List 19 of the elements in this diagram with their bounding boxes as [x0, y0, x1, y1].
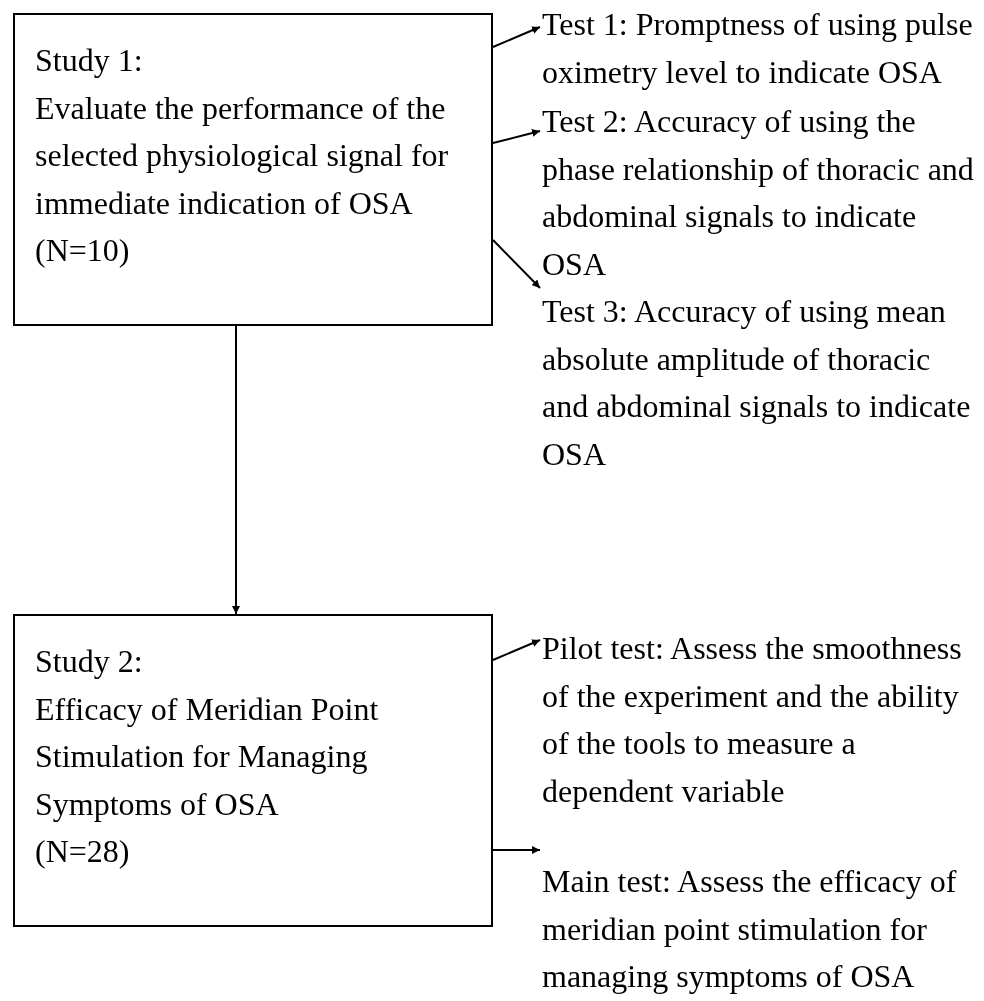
study-heading: Study 2:: [35, 642, 144, 681]
study-description: (N=28): [35, 832, 131, 871]
arrow: [232, 325, 240, 615]
study-description: (N=10): [35, 231, 131, 270]
study-heading: Study 1:: [35, 41, 144, 80]
test-description: Main test: Assess the efficacy of meridian point stimulation for managing symptoms of OSA: [542, 862, 958, 996]
arrow: [492, 239, 541, 289]
test-description: Pilot test: Assess the smoothness of the experiment and the ability of the tools to measure a dependent variable: [542, 629, 963, 811]
study-box: [13, 13, 493, 326]
test-description: Test 3: Accuracy of using mean absolute amplitude of thoracic and abdominal signals to indicate OSA: [542, 292, 972, 474]
study-box: [13, 614, 493, 927]
study-description: Efficacy of Meridian Point Stimulation for Managing Symptoms of OSA: [35, 689, 380, 824]
arrow: [492, 846, 541, 854]
arrow: [492, 639, 541, 661]
arrow: [492, 129, 541, 144]
study-description: Evaluate the performance of the selected physiological signal for immediate indication of OSA: [35, 88, 450, 223]
test-description: Test 1: Promptness of using pulse oximetry level to indicate OSA: [542, 5, 974, 92]
arrow: [492, 26, 541, 48]
test-description: Test 2: Accuracy of using the phase relationship of thoracic and abdominal signals to indicate OSA: [542, 102, 975, 284]
